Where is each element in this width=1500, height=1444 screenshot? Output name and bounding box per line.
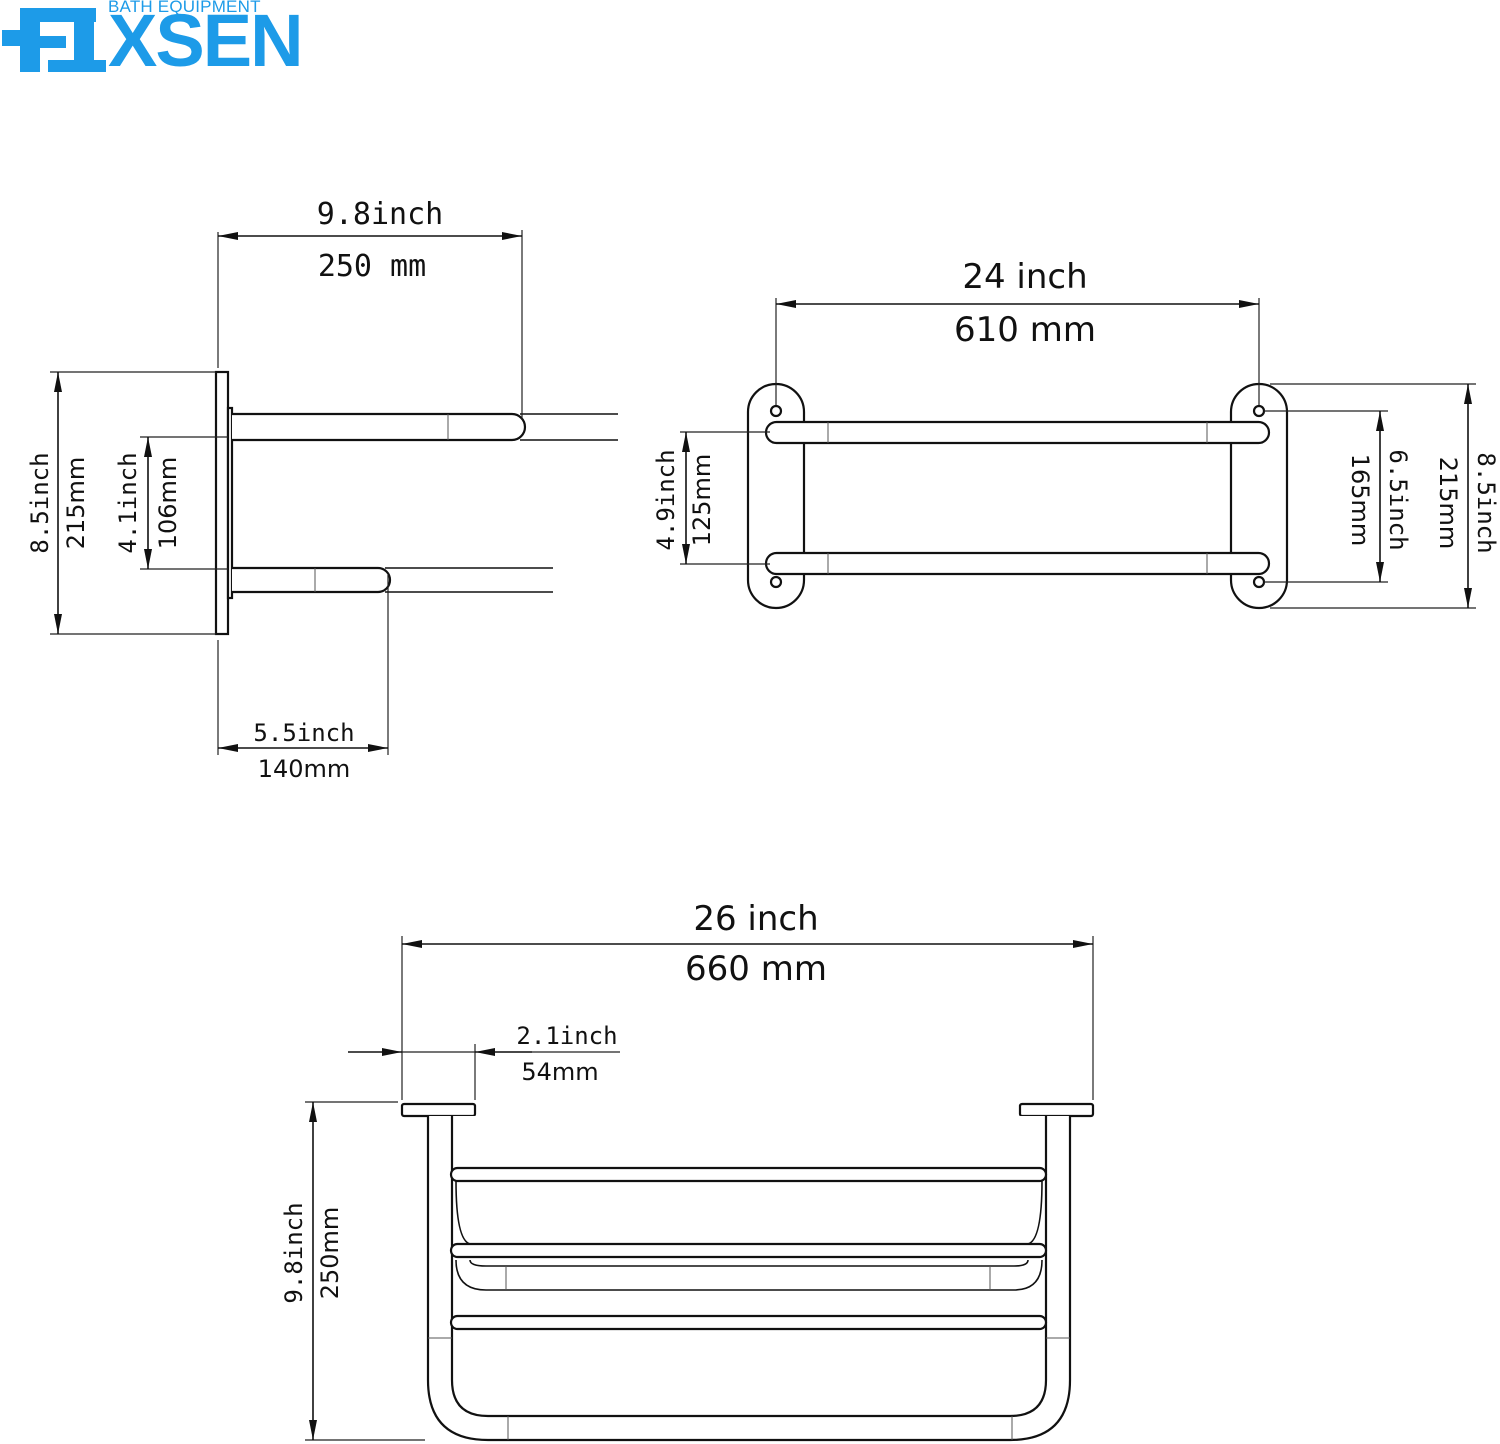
top-overall-width-mm-label: 660 mm <box>685 949 827 989</box>
top-left-plate <box>400 1102 477 1118</box>
side-plate-flange <box>226 406 234 600</box>
side-spacing-inch-label: 4.1inch <box>114 452 142 553</box>
brand-logo: BATH EQUIPMENT XSEN <box>0 0 310 80</box>
front-left-bottom-hole-icon <box>769 575 783 589</box>
top-shelf-bar-1 <box>449 1166 1048 1183</box>
side-lower-depth-inch-label: 5.5inch <box>253 719 354 747</box>
side-spacing-mm-label: 106mm <box>154 457 182 550</box>
front-bar-spacing-mm-label: 125mm <box>688 454 716 547</box>
top-plate-width-mm-label: 54mm <box>521 1058 598 1086</box>
brand-name: XSEN <box>108 0 304 82</box>
front-left-top-hole-icon <box>769 404 783 418</box>
side-lower-arm <box>232 566 392 594</box>
brand-tagline: BATH EQUIPMENT <box>108 0 261 16</box>
side-height-inch-label: 8.5inch <box>26 452 54 553</box>
front-plate-height-mm-label: 215mm <box>1434 457 1462 550</box>
side-lower-depth-mm-label: 140mm <box>258 755 351 783</box>
top-shelf-bar-2 <box>449 1242 1048 1259</box>
front-right-top-hole-icon <box>1252 404 1266 418</box>
side-wall-plate <box>214 370 230 636</box>
side-upper-arm <box>232 412 527 442</box>
front-view: 24 inch 610 mm 4.9inch 125mm 165mm 6.5in… <box>652 257 1500 610</box>
side-view: 9.8inch 250 mm 8.5inch 215mm 4.1inch 106… <box>26 197 618 783</box>
top-right-plate <box>1018 1102 1095 1118</box>
front-bar-spacing-inch-label: 4.9inch <box>652 449 680 550</box>
front-lower-bar <box>764 551 1271 576</box>
top-shelf-bar-3 <box>449 1314 1048 1331</box>
front-width-inch-label: 24 inch <box>962 257 1087 297</box>
front-plate-height-inch-label: 8.5inch <box>1472 452 1500 553</box>
front-hole-spacing-mm-label: 165mm <box>1346 454 1374 547</box>
front-upper-bar <box>764 420 1271 445</box>
top-overall-width-inch-label: 26 inch <box>693 899 818 939</box>
top-view: 26 inch 660 mm 2.1inch 54mm 9.8inch 250m… <box>280 899 1095 1442</box>
front-hole-spacing-inch-label: 6.5inch <box>1384 449 1412 550</box>
top-depth-inch-label: 9.8inch <box>280 1202 308 1303</box>
side-depth-mm-label: 250 mm <box>318 249 426 284</box>
top-depth-mm-label: 250mm <box>316 1207 344 1300</box>
side-depth-inch-label: 9.8inch <box>317 197 443 232</box>
logo-fi-mark-icon <box>2 8 106 72</box>
top-plate-width-inch-label: 2.1inch <box>516 1022 617 1050</box>
front-width-mm-label: 610 mm <box>954 310 1096 350</box>
front-right-bottom-hole-icon <box>1252 575 1266 589</box>
side-height-mm-label: 215mm <box>62 457 90 550</box>
